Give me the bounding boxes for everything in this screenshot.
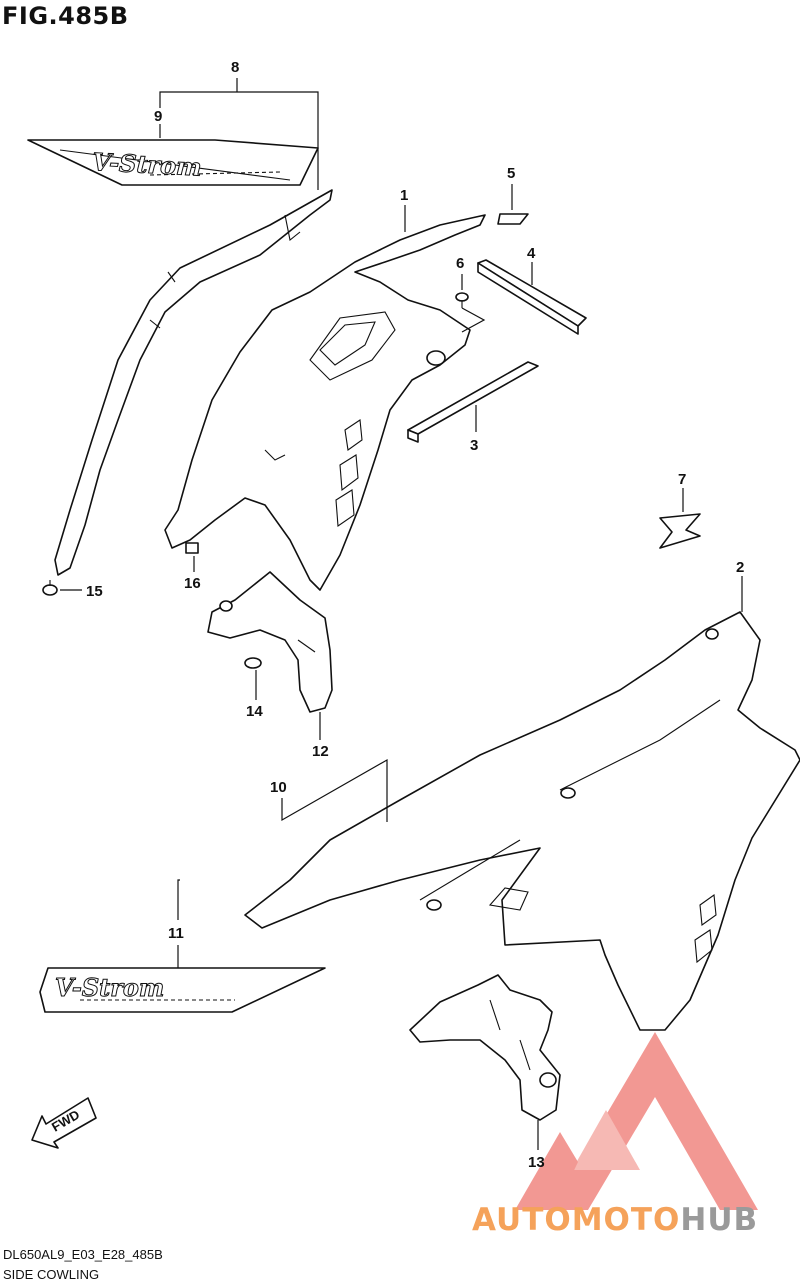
callout-10: 10 [270, 779, 287, 796]
part-12-bracket [207, 571, 333, 713]
callout-12: 12 [312, 743, 329, 760]
watermark-part2: HUB [680, 1202, 759, 1238]
callout-15: 15 [86, 583, 103, 600]
part-16-nut [185, 542, 199, 554]
callout-14: 14 [246, 703, 263, 720]
callout-5: 5 [507, 165, 515, 182]
watermark-text: AUTOMOTOHUB [472, 1202, 758, 1238]
part-4-strip [477, 259, 587, 335]
part-6-bolt [455, 292, 469, 308]
callout-labels: 8 9 1 5 6 4 3 7 2 15 16 14 12 10 11 13 [86, 59, 744, 1171]
part-14-screw [244, 657, 262, 669]
diagram-code: DL650AL9_E03_E28_485B [3, 1247, 163, 1262]
part-5-pad [497, 213, 529, 225]
part-3-strip [407, 361, 539, 443]
watermark-part1: AUTOMOTO [472, 1202, 681, 1238]
callout-6: 6 [456, 255, 464, 272]
diagram-name: SIDE COWLING [3, 1267, 100, 1282]
callout-1: 1 [400, 187, 408, 204]
part-15-clip [42, 580, 58, 596]
callout-13: 13 [528, 1154, 545, 1171]
decal-bottom: V-Strom [39, 967, 326, 1013]
callout-9: 9 [154, 108, 162, 125]
decal-top-text: V-Strom [92, 147, 203, 182]
callout-3: 3 [470, 437, 478, 454]
figure-title: FIG.485B [2, 2, 129, 30]
decal-bottom-text: V-Strom [55, 973, 164, 1002]
callout-7: 7 [678, 471, 686, 488]
watermark-logo [515, 1032, 758, 1210]
fwd-arrow: FWD [31, 1097, 97, 1149]
callout-8: 8 [231, 59, 239, 76]
part-2-cowling [244, 611, 800, 1031]
part-8-trim [54, 189, 333, 576]
part-1-cowling [164, 214, 486, 591]
callout-4: 4 [527, 245, 536, 262]
callout-2: 2 [736, 559, 744, 576]
decal-top: V-Strom [27, 139, 319, 186]
callout-11: 11 [168, 925, 184, 942]
callout-16: 16 [184, 575, 201, 592]
part-7-emblem [659, 513, 701, 549]
leader-lines [60, 78, 743, 1150]
part-13-bracket [409, 974, 561, 1121]
